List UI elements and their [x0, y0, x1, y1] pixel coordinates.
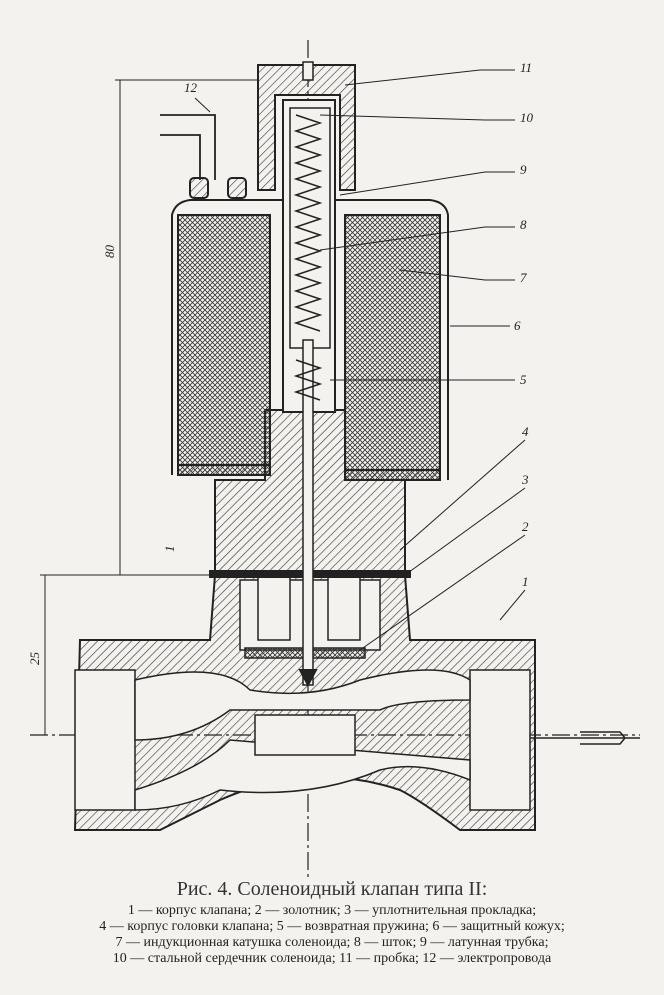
callout-6: 6 [514, 318, 521, 333]
solenoid-valve-drawing: 11 10 9 8 7 6 5 4 3 2 1 12 80 25 1 [27, 40, 640, 880]
legend-line: 4 — корпус головки клапана; 5 — возвратн… [99, 919, 565, 934]
callout-2: 2 [522, 519, 529, 534]
dimension-25: 25 [27, 652, 42, 666]
figure-caption: Рис. 4. Соленоидный клапан типа II: 1 — … [0, 878, 664, 967]
callout-10: 10 [520, 110, 534, 125]
callout-12: 12 [184, 80, 198, 95]
callout-8: 8 [520, 217, 527, 232]
dimension-1: 1 [162, 546, 177, 553]
dimension-80: 80 [102, 245, 117, 259]
callout-5: 5 [520, 372, 527, 387]
stem [302, 339, 314, 686]
flow-arrow [530, 731, 640, 745]
caption-title: Рис. 4. Соленоидный клапан типа II: [176, 878, 488, 900]
plug [257, 64, 356, 191]
legend-line: 10 — стальной сердечник соленоида; 11 — … [112, 951, 552, 966]
callout-1: 1 [522, 574, 529, 589]
legend-line: 7 — индукционная катушка соленоида; 8 — … [115, 935, 549, 950]
coil-right [344, 214, 441, 481]
return-spring [293, 114, 323, 332]
legend-line: 1 — корпус клапана; 2 — золотник; 3 — уп… [127, 903, 537, 918]
callout-9: 9 [520, 162, 527, 177]
callout-4: 4 [522, 424, 529, 439]
callout-11: 11 [520, 60, 532, 75]
coil-left [177, 214, 271, 476]
callout-7: 7 [520, 270, 527, 285]
wires [160, 114, 216, 180]
callout-3: 3 [521, 472, 529, 487]
